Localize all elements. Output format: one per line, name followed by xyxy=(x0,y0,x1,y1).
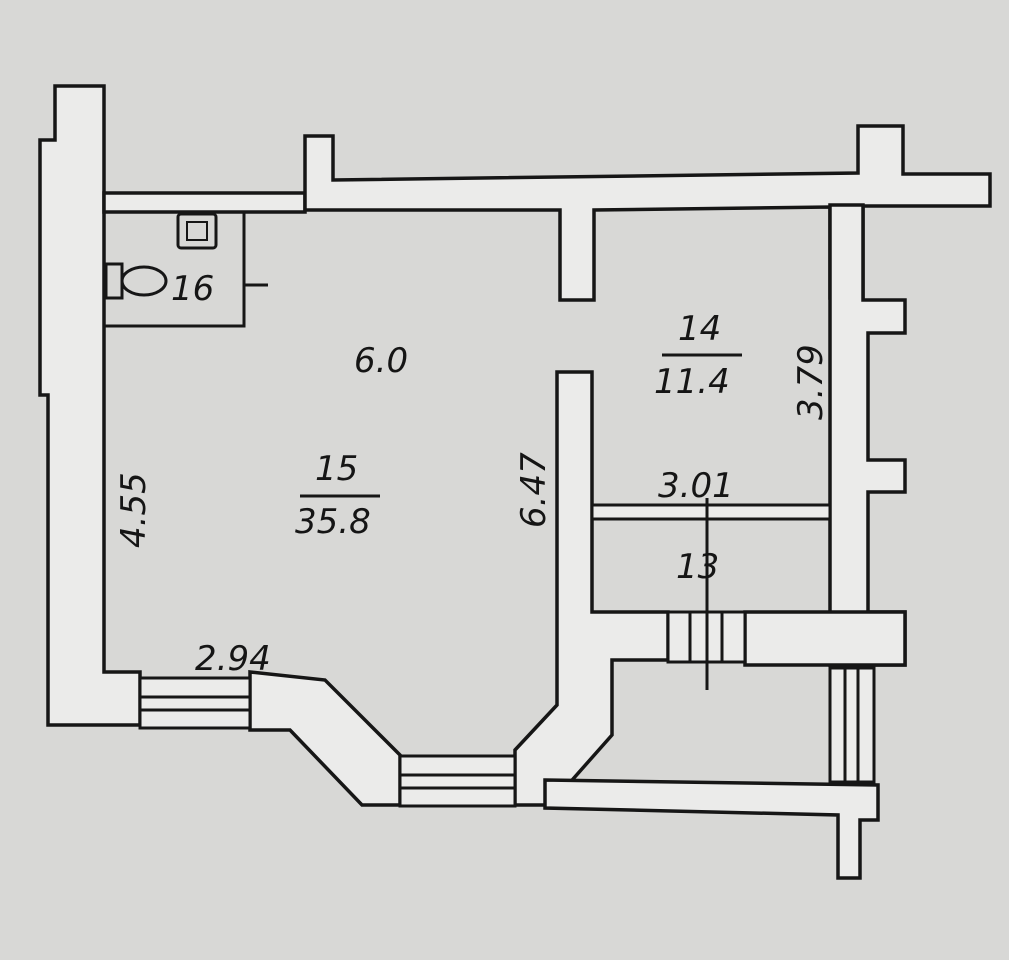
toilet-icon xyxy=(104,262,168,300)
window-bottom xyxy=(398,754,517,808)
window-loggia xyxy=(828,666,876,784)
wall-bottom-left xyxy=(248,670,402,807)
window-left xyxy=(138,676,252,730)
room-13-number: 13 xyxy=(676,547,719,587)
dimension-top-width: 6.0 xyxy=(354,341,408,381)
sink-icon xyxy=(176,212,218,250)
dimension-bottom-width: 2.94 xyxy=(195,639,271,679)
dimension-mid-height: 6.47 xyxy=(514,452,554,528)
room-14-number: 14 xyxy=(678,309,721,349)
wall-left xyxy=(38,84,142,727)
wall-partition xyxy=(513,370,670,807)
room-15-area: 35.8 xyxy=(295,502,371,542)
wall-top-bathroom xyxy=(102,191,307,214)
wall-bottom-right xyxy=(543,778,880,880)
dimension-left-height: 4.55 xyxy=(114,472,154,548)
bathroom-partition xyxy=(104,212,246,328)
room-16-number: 16 xyxy=(171,269,214,309)
dimension-right-width: 3.01 xyxy=(658,466,734,506)
room-14-area: 11.4 xyxy=(654,362,730,402)
wall-right-lower xyxy=(743,610,907,667)
dimension-right-height: 3.79 xyxy=(791,344,831,420)
partition-14-13 xyxy=(590,503,832,521)
room-15-number: 15 xyxy=(315,449,358,489)
